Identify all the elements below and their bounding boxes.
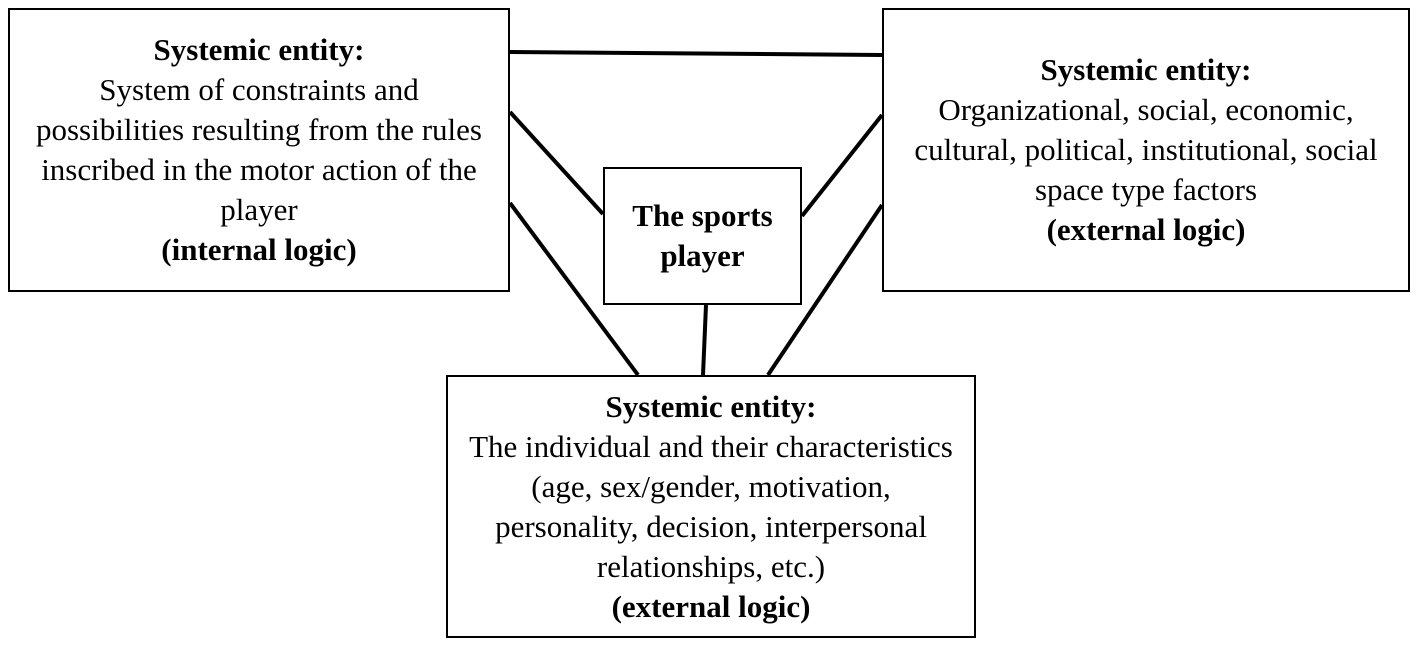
external-social-logic-label: (external logic) <box>1046 212 1246 247</box>
external-social-entity-description: Organizational, social, economic, cultur… <box>914 92 1378 207</box>
external-individual-entity-description: The individual and their characteristics… <box>469 428 953 584</box>
connector-player-to-individual <box>701 304 708 376</box>
connector-social-to-individual <box>766 203 884 377</box>
connector-internal-to-individual <box>508 201 640 377</box>
external-social-entity-box: Systemic entity: Organizational, social,… <box>882 8 1410 292</box>
internal-logic-entity-description: System of constraints and possibilities … <box>35 72 482 227</box>
external-individual-entity-heading: Systemic entity: <box>605 388 817 424</box>
external-individual-entity-box: Systemic entity: The individual and thei… <box>446 375 976 638</box>
sports-player-box: The sports player <box>603 167 802 305</box>
internal-logic-label: (internal logic) <box>161 232 357 267</box>
external-individual-logic-label: (external logic) <box>611 588 811 624</box>
connector-internal-to-social <box>509 50 883 57</box>
internal-logic-entity-box: Systemic entity: System of constraints a… <box>8 8 510 292</box>
internal-logic-entity-heading: Systemic entity: <box>153 32 365 67</box>
connector-social-to-player <box>800 113 884 218</box>
sports-player-label: The sports player <box>632 198 773 273</box>
external-social-entity-heading: Systemic entity: <box>1040 52 1252 87</box>
connector-internal-to-player <box>508 110 605 216</box>
